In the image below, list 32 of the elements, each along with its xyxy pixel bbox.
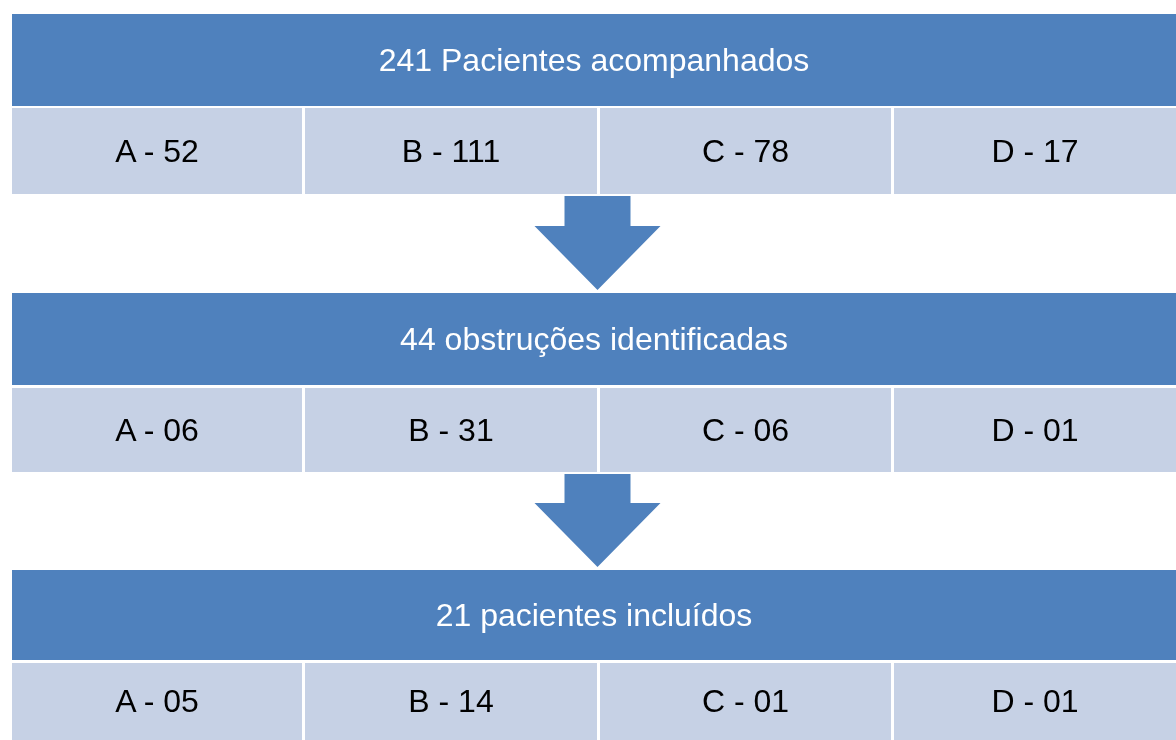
group-count-cell [305,108,597,194]
node-label: 241 Pacientes acompanhados [378,41,810,79]
group-count-cell [12,108,302,194]
node-label: B - 31 [408,411,494,449]
group-count-cell [894,663,1176,740]
block-arrow [534,474,661,567]
group-count-cell [305,388,597,472]
node-label: C - 01 [701,683,790,720]
stage-header-band [12,570,1176,660]
node-label: A - 06 [115,411,199,449]
group-count-cell [894,108,1176,194]
group-count-cell [600,388,891,472]
node-label: A - 05 [115,683,199,720]
node-label: B - 14 [408,683,494,720]
group-count-cell [894,388,1176,472]
group-count-cell [600,108,891,194]
node-label: 21 pacientes incluídos [435,596,753,634]
node-label: D - 01 [991,411,1079,449]
block-arrow [534,196,661,290]
node-label: B - 111 [401,132,501,170]
node-label: A - 52 [115,132,199,170]
node-label: C - 78 [701,132,790,170]
group-count-cell [12,388,302,472]
node-label: 44 obstruções identificadas [400,320,788,358]
group-count-cell [12,663,302,740]
node-label: C - 06 [701,411,790,449]
group-count-cell [600,663,891,740]
node-label: D - 01 [991,683,1079,720]
stage-header-band [12,293,1176,385]
stage-header-band [12,14,1176,106]
group-count-cell [305,663,597,740]
node-label: D - 17 [991,132,1079,170]
